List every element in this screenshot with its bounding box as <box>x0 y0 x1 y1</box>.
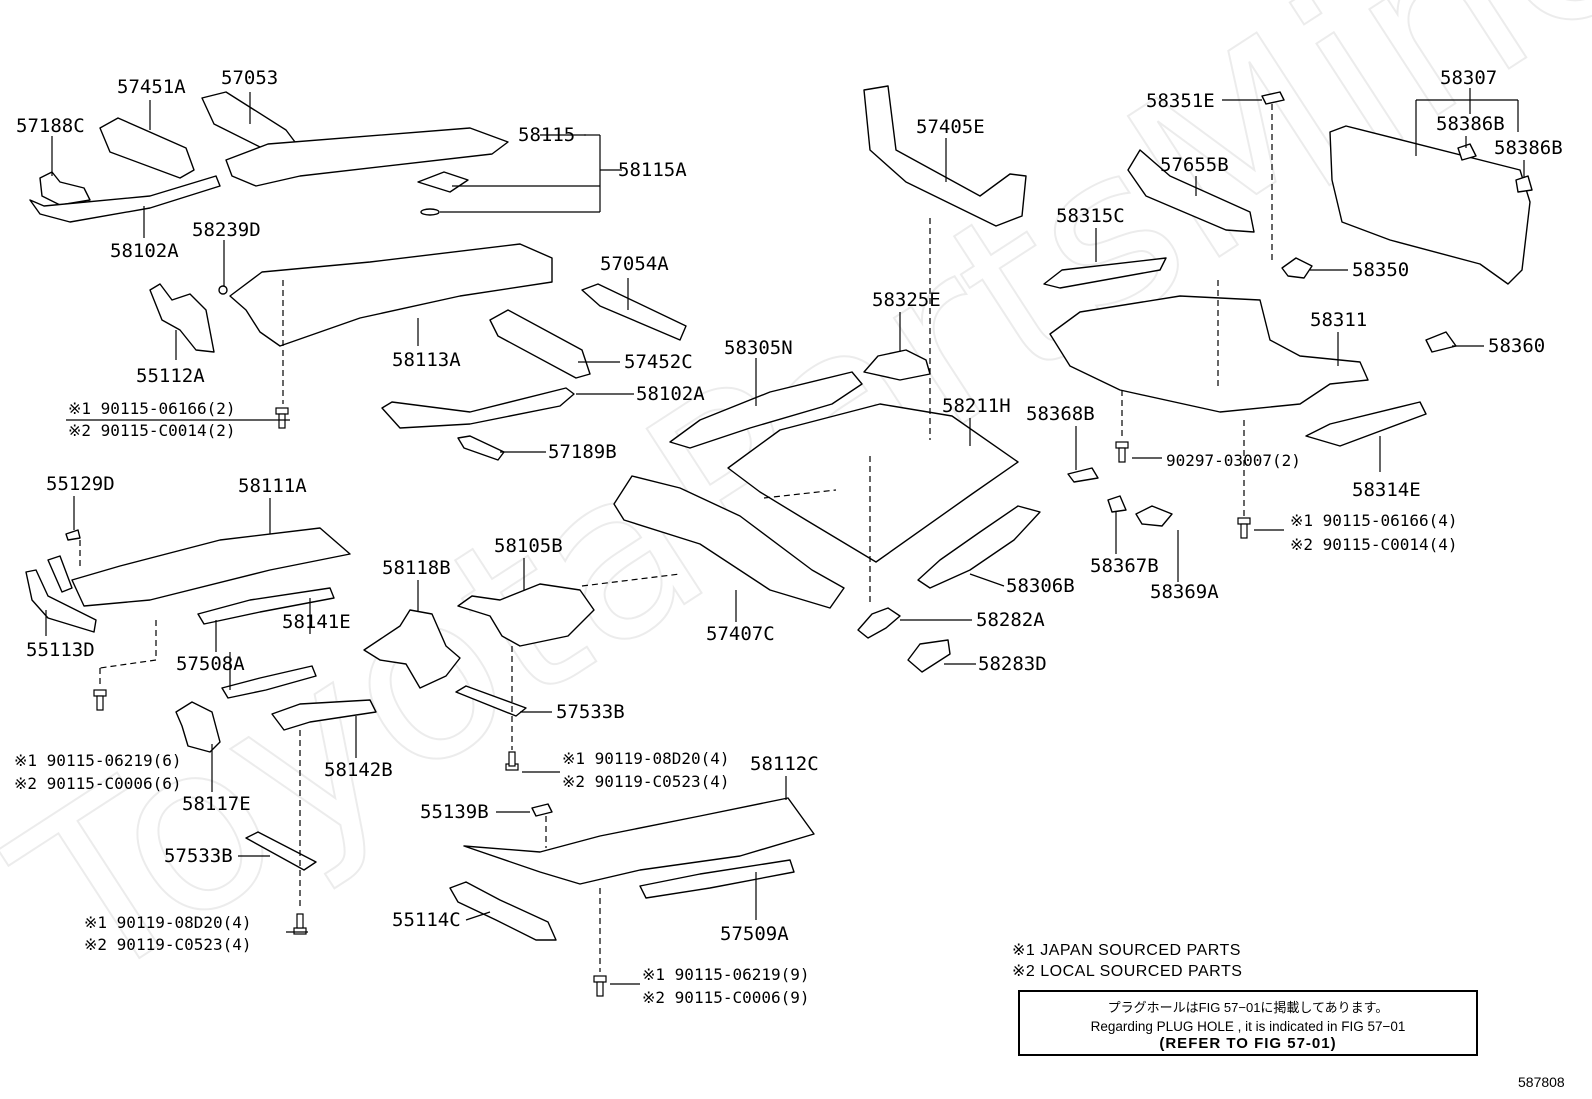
label-58111A[interactable]: 58111A <box>238 475 307 497</box>
reference-english: Regarding PLUG HOLE , it is indicated in… <box>1090 1019 1406 1034</box>
part-labels: 57451A 57053 57188C 58115 58115A 58102A … <box>16 67 1563 945</box>
label-58350[interactable]: 58350 <box>1352 259 1409 281</box>
label-58113A[interactable]: 58113A <box>392 349 461 371</box>
label-57407C[interactable]: 57407C <box>706 623 775 645</box>
label-57451A[interactable]: 57451A <box>117 76 186 98</box>
alignment-lines <box>79 104 1273 972</box>
label-58325E[interactable]: 58325E <box>872 289 941 311</box>
label-58142B[interactable]: 58142B <box>324 759 393 781</box>
label-58311[interactable]: 58311 <box>1310 309 1367 331</box>
bolt-icons <box>93 407 1251 997</box>
fastener-label[interactable]: ※1 90115-06166(2) <box>68 399 236 418</box>
label-58386B-1[interactable]: 58386B <box>1436 113 1505 135</box>
label-58386B-2[interactable]: 58386B <box>1494 137 1563 159</box>
label-57405E[interactable]: 57405E <box>916 116 985 138</box>
leader-lines <box>45 88 1525 985</box>
label-58239D[interactable]: 58239D <box>192 219 261 241</box>
label-58369A[interactable]: 58369A <box>1150 581 1219 603</box>
label-57054A[interactable]: 57054A <box>600 253 669 275</box>
label-58115A[interactable]: 58115A <box>618 159 687 181</box>
label-55112A[interactable]: 55112A <box>136 365 205 387</box>
label-57452C[interactable]: 57452C <box>624 351 693 373</box>
label-58367B[interactable]: 58367B <box>1090 555 1159 577</box>
fastener-labels: ※1 90115-06166(2) ※2 90115-C0014(2) 9029… <box>14 399 1458 1007</box>
bolt-icon <box>593 975 607 997</box>
label-58360[interactable]: 58360 <box>1488 335 1545 357</box>
fastener-label[interactable]: ※2 90115-C0014(2) <box>68 421 236 440</box>
label-57188C[interactable]: 57188C <box>16 115 85 137</box>
label-58117E[interactable]: 58117E <box>182 793 251 815</box>
bolt-icon <box>293 913 307 935</box>
fastener-label[interactable]: ※1 90119-08D20(4) <box>84 913 252 932</box>
bolt-icon <box>505 751 519 771</box>
source-notes: ※1 JAPAN SOURCED PARTS ※2 LOCAL SOURCED … <box>1012 940 1242 982</box>
label-58112C[interactable]: 58112C <box>750 753 819 775</box>
label-58305N[interactable]: 58305N <box>724 337 793 359</box>
label-58105B[interactable]: 58105B <box>494 535 563 557</box>
label-58115[interactable]: 58115 <box>518 124 575 146</box>
label-58102A-top[interactable]: 58102A <box>110 240 179 262</box>
label-55139B[interactable]: 55139B <box>420 801 489 823</box>
bolt-icon <box>1237 517 1251 539</box>
reference-box: プラグホールはFIG 57−01に掲載してあります。 Regarding PLU… <box>1018 990 1478 1056</box>
label-55113D[interactable]: 55113D <box>26 639 95 661</box>
label-58118B[interactable]: 58118B <box>382 557 451 579</box>
fastener-label[interactable]: ※2 90115-C0006(6) <box>14 774 182 793</box>
label-58141E[interactable]: 58141E <box>282 611 351 633</box>
label-57053[interactable]: 57053 <box>221 67 278 89</box>
label-58306B[interactable]: 58306B <box>1006 575 1075 597</box>
label-58314E[interactable]: 58314E <box>1352 479 1421 501</box>
label-57655B[interactable]: 57655B <box>1160 154 1229 176</box>
part-shapes <box>25 85 1533 941</box>
figure-number: 587808 <box>1518 1074 1565 1090</box>
fastener-label[interactable]: 90297-03007(2) <box>1166 451 1301 470</box>
label-57533B-left[interactable]: 57533B <box>164 845 233 867</box>
fastener-label[interactable]: ※1 90115-06219(6) <box>14 751 182 770</box>
label-58368B[interactable]: 58368B <box>1026 403 1095 425</box>
bolt-icon <box>275 407 289 429</box>
label-57533B-mid[interactable]: 57533B <box>556 701 625 723</box>
fastener-label[interactable]: ※2 90119-C0523(4) <box>84 935 252 954</box>
label-57189B[interactable]: 57189B <box>548 441 617 463</box>
label-58282A[interactable]: 58282A <box>976 609 1045 631</box>
label-57509A[interactable]: 57509A <box>720 923 789 945</box>
label-55129D[interactable]: 55129D <box>46 473 115 495</box>
reference-japanese: プラグホールはFIG 57−01に掲載してあります。 <box>1107 1000 1389 1015</box>
fastener-label[interactable]: ※1 90115-06166(4) <box>1290 511 1458 530</box>
reference-figure-link[interactable]: (REFER TO FIG 57-01) <box>1159 1035 1337 1052</box>
label-58102A-mid[interactable]: 58102A <box>636 383 705 405</box>
label-58307[interactable]: 58307 <box>1440 67 1497 89</box>
note-japan-sourced: ※1 JAPAN SOURCED PARTS <box>1012 942 1241 959</box>
fastener-label[interactable]: ※1 90119-08D20(4) <box>562 749 730 768</box>
label-55114C[interactable]: 55114C <box>392 909 461 931</box>
note-local-sourced: ※2 LOCAL SOURCED PARTS <box>1012 963 1243 980</box>
fastener-label[interactable]: ※2 90115-C0014(4) <box>1290 535 1458 554</box>
label-58351E[interactable]: 58351E <box>1146 90 1215 112</box>
bolt-icon <box>1115 441 1129 463</box>
fastener-label[interactable]: ※1 90115-06219(9) <box>642 965 810 984</box>
label-57508A[interactable]: 57508A <box>176 653 245 675</box>
fastener-label[interactable]: ※2 90115-C0006(9) <box>642 988 810 1007</box>
label-58211H[interactable]: 58211H <box>942 395 1011 417</box>
label-58315C[interactable]: 58315C <box>1056 205 1125 227</box>
fastener-label[interactable]: ※2 90119-C0523(4) <box>562 772 730 791</box>
bolt-icon <box>93 689 107 711</box>
label-58283D[interactable]: 58283D <box>978 653 1047 675</box>
